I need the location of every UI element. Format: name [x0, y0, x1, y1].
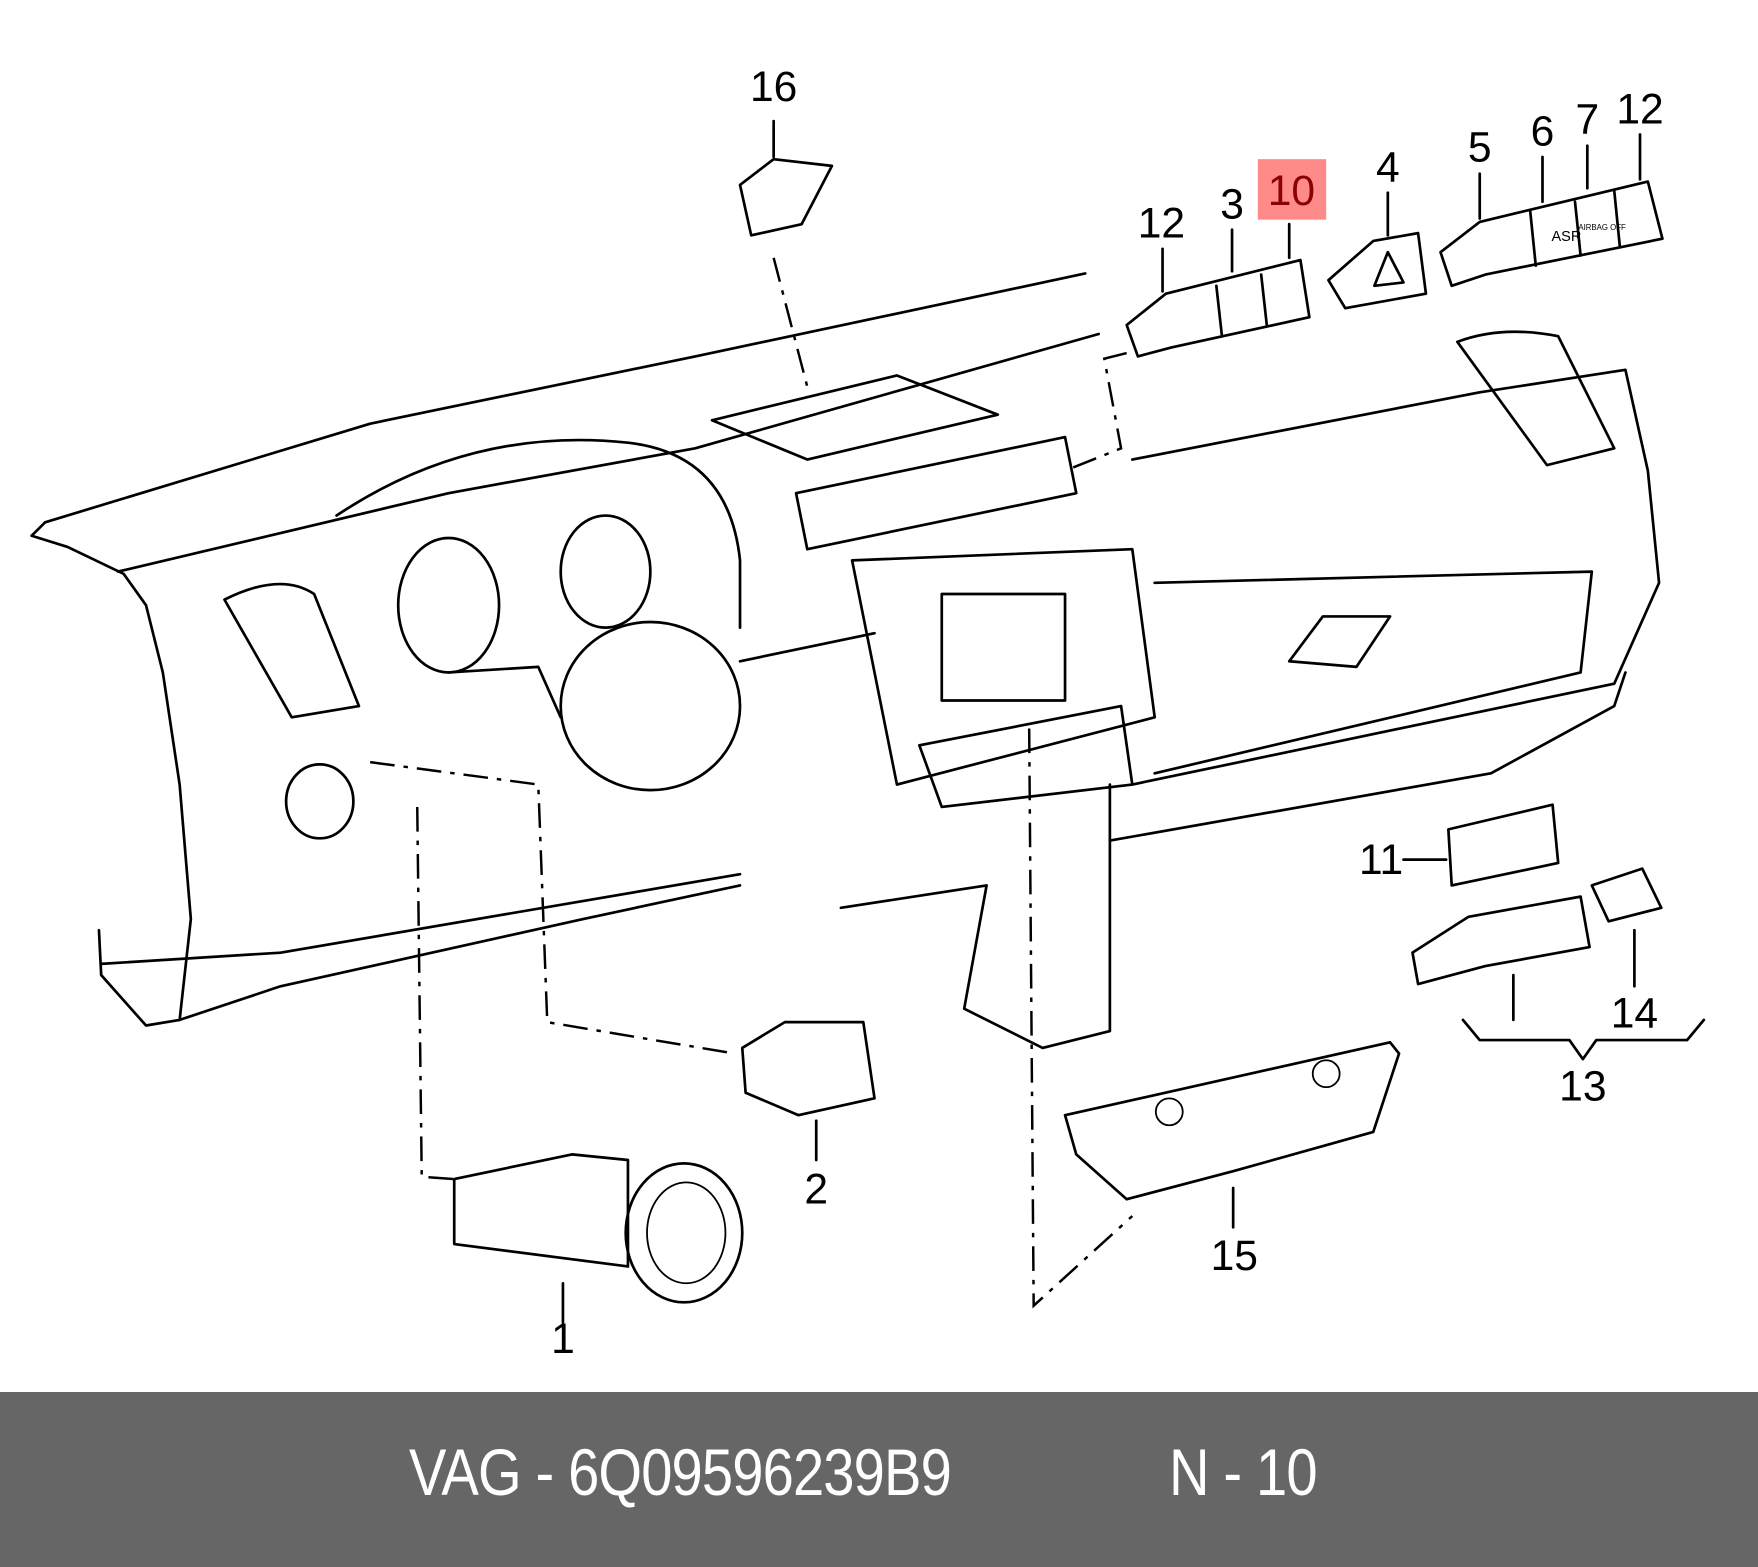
switch-block-left	[1125, 258, 1311, 358]
callout-16[interactable]: 16	[750, 63, 797, 111]
callout-5[interactable]: 5	[1468, 123, 1492, 171]
switch-block-right	[1439, 180, 1664, 288]
component-13	[1411, 895, 1591, 986]
dashboard-exploded-diagram: ASR AIRBAG OFF 10 16 12 3 4 5 6 7 12 11	[30, 63, 1706, 1363]
callout-labels: 10 16 12 3 4 5 6 7 12 11 14 13 15 2 1	[551, 63, 1664, 1363]
components: ASR AIRBAG OFF	[452, 157, 1664, 1304]
component-1-body	[452, 1153, 630, 1268]
leader-lines	[370, 119, 1706, 1324]
part-reference: VAG - 6Q09596239B9	[409, 1435, 952, 1509]
callout-14[interactable]: 14	[1611, 990, 1658, 1038]
component-16	[738, 157, 834, 237]
callout-2[interactable]: 2	[804, 1166, 828, 1214]
asr-switch-label: ASR	[1551, 229, 1581, 245]
caption-bar: VAG - 6Q09596239B9 N - 10	[0, 1392, 1758, 1567]
callout-12-right[interactable]: 12	[1616, 85, 1663, 133]
callout-4[interactable]: 4	[1376, 144, 1400, 192]
component-11	[1447, 803, 1560, 887]
airbag-off-switch-label: AIRBAG OFF	[1578, 223, 1626, 232]
component-2	[740, 1020, 876, 1117]
callout-7[interactable]: 7	[1575, 95, 1599, 143]
position-reference: N - 10	[1169, 1435, 1318, 1509]
component-14	[1590, 867, 1663, 923]
callout-6[interactable]: 6	[1531, 108, 1555, 156]
dashboard-body	[30, 272, 1661, 1050]
callout-13[interactable]: 13	[1559, 1063, 1606, 1111]
callout-12-left[interactable]: 12	[1138, 200, 1185, 248]
hazard-switch	[1327, 231, 1428, 310]
highlight-box-10	[1257, 159, 1327, 220]
callout-11[interactable]: 11	[1359, 836, 1403, 884]
component-15	[1063, 1040, 1401, 1201]
callout-15[interactable]: 15	[1211, 1232, 1258, 1280]
callout-10[interactable]: 10	[1268, 167, 1315, 215]
callout-1[interactable]: 1	[551, 1315, 575, 1363]
callout-3[interactable]: 3	[1220, 181, 1244, 229]
